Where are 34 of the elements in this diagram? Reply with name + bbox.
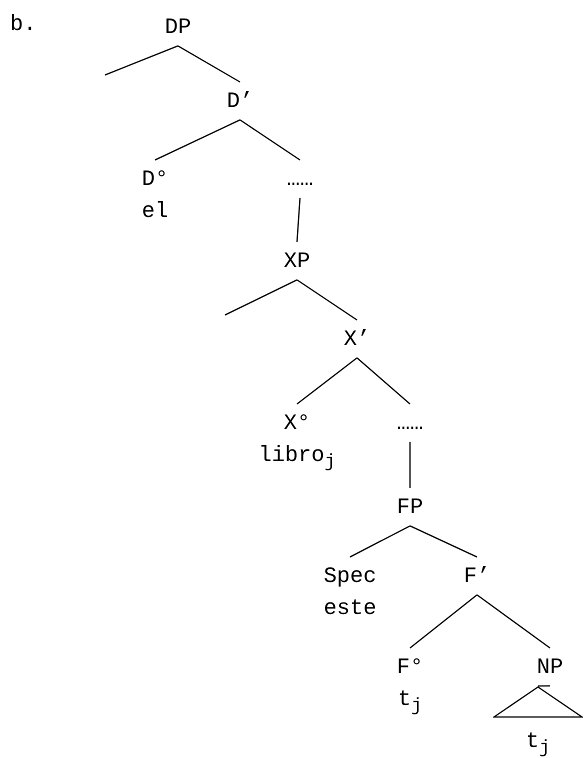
- category-label: ……: [286, 166, 314, 194]
- category-label: FP: [396, 494, 424, 522]
- category-label: D’: [226, 88, 254, 116]
- branch-line: [538, 685, 550, 687]
- category-label: NP: [536, 654, 564, 682]
- category-label: X°: [282, 410, 312, 438]
- category-label: F’: [464, 563, 490, 591]
- word-label: t$_{j}$: [396, 686, 424, 718]
- word-label: libro$_{j}$: [258, 442, 336, 474]
- example-label: b.: [10, 12, 36, 37]
- trace-label: t$_{j}$: [524, 728, 552, 758]
- category-label: DP: [164, 14, 192, 42]
- category-label: X’: [344, 326, 370, 354]
- branch-line: [296, 357, 358, 405]
- branch-line: [476, 594, 550, 649]
- branch-line: [104, 45, 178, 76]
- category-label: F°: [396, 654, 424, 682]
- category-label: D°: [142, 166, 168, 194]
- word-label: este: [324, 594, 376, 623]
- branch-line: [296, 279, 358, 321]
- branch-line: [296, 198, 301, 242]
- word-label: el: [142, 198, 168, 226]
- branch-line: [356, 357, 410, 404]
- branch-line: [350, 525, 410, 558]
- branch-line: [154, 119, 240, 161]
- branch-line: [410, 594, 478, 648]
- category-label: ……: [396, 410, 424, 438]
- category-label: Spec: [324, 563, 376, 591]
- branch-line: [410, 525, 478, 558]
- category-label: XP: [284, 248, 310, 276]
- branch-line: [224, 279, 298, 316]
- branch-line: [240, 119, 300, 161]
- branch-line: [409, 442, 411, 488]
- branch-line: [178, 45, 240, 83]
